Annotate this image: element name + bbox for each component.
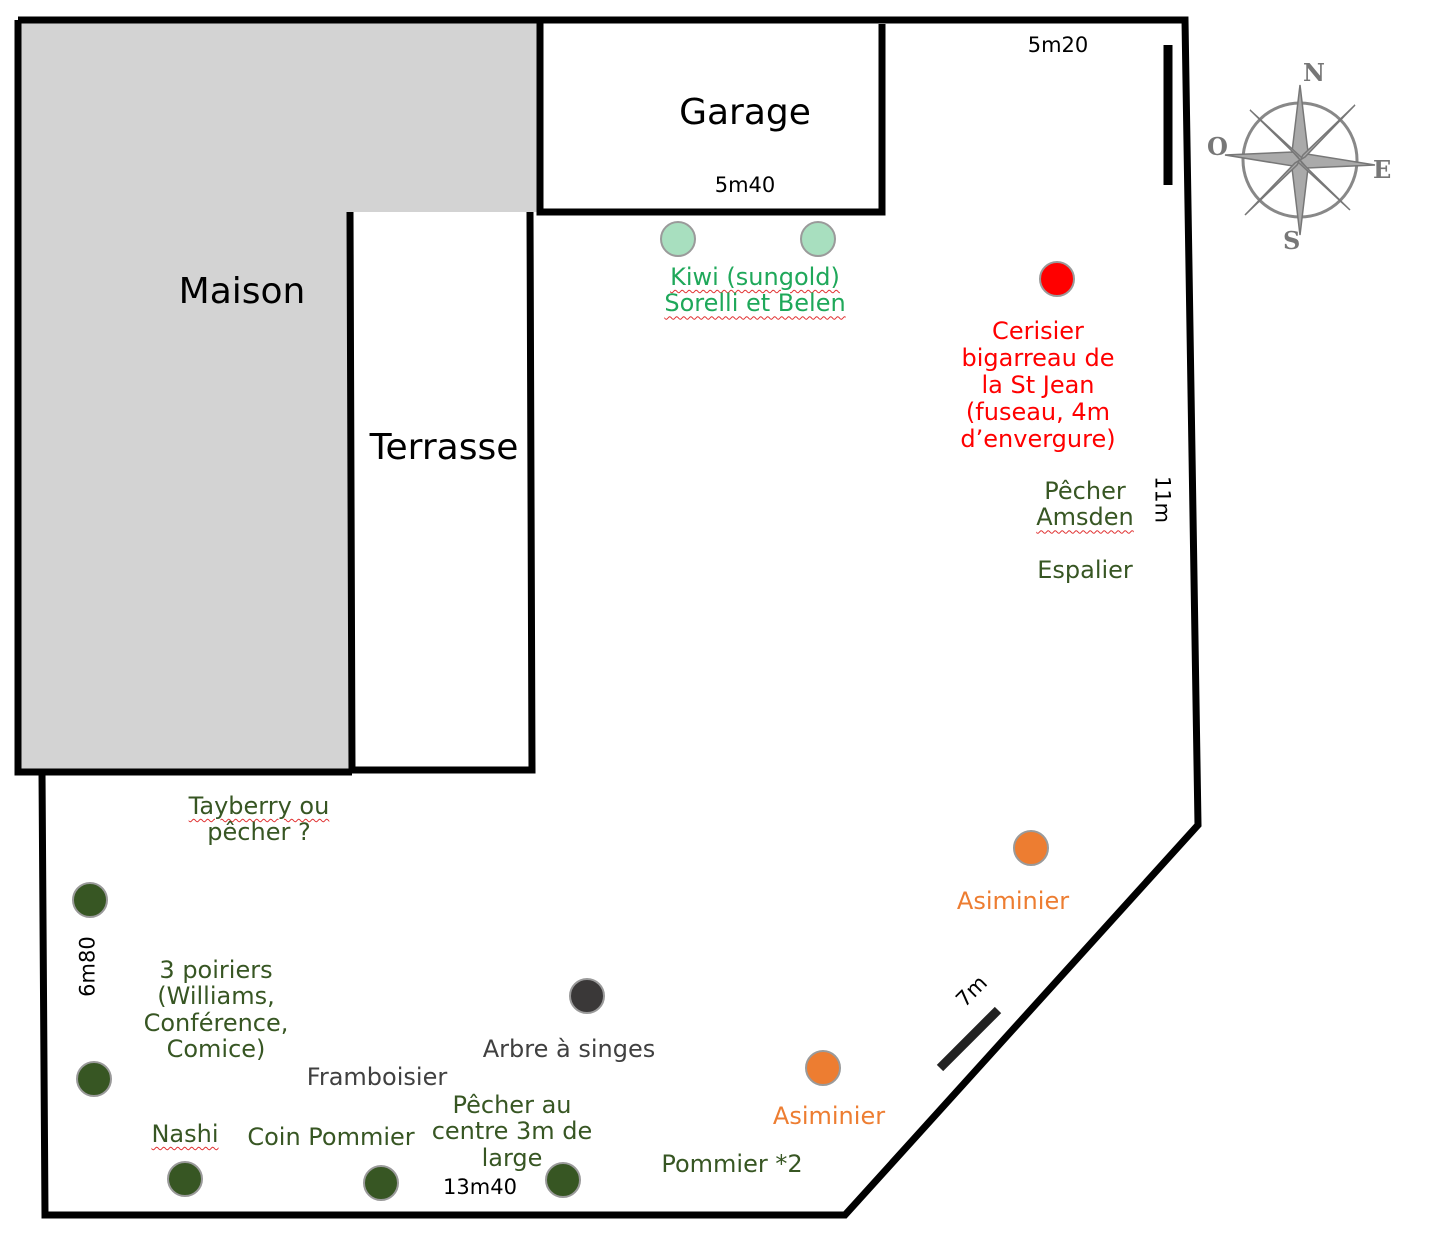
compass-east: E — [1373, 155, 1392, 184]
asiminier-marker-1 — [1013, 830, 1049, 866]
compass-north: N — [1303, 58, 1325, 87]
dimension-left: 6m80 — [75, 936, 100, 997]
pecher-amsden-line: Amsden — [1036, 503, 1134, 532]
poiriers-line: (Williams, — [157, 982, 275, 1011]
kiwi-plant-marker-2 — [800, 221, 836, 257]
pecher-amsden-line: Pêcher — [1044, 477, 1126, 505]
compass-rose-icon: N S E O — [1205, 58, 1405, 255]
nashi-label: Nashi — [151, 1120, 219, 1148]
terrasse-wall — [346, 211, 536, 774]
asiminier-label-1: Asiminier — [956, 887, 1070, 915]
framboisier-label: Framboisier — [306, 1063, 448, 1091]
arbre-singes-label: Arbre à singes — [482, 1035, 656, 1063]
cerisier-marker — [1039, 261, 1075, 297]
poiriers-line: Conférence, — [143, 1008, 289, 1037]
compass-west: O — [1207, 132, 1228, 161]
dimension-right: 11m — [1150, 475, 1175, 524]
pecher-centre-line: centre 3m de — [431, 1117, 593, 1146]
dimension-top-right: 5m20 — [1027, 33, 1089, 57]
cerisier-line: d’envergure) — [960, 424, 1116, 453]
pecher-centre-line: Pêcher au — [452, 1091, 572, 1119]
espalier-label: Espalier — [1037, 556, 1133, 584]
pommier-2-label: Pommier *2 — [661, 1150, 803, 1178]
outer-wall — [14, 16, 1202, 1219]
poirier-marker — [76, 1061, 112, 1097]
kiwi-plant-marker-1 — [660, 221, 696, 257]
room-label-maison: Maison — [178, 271, 306, 312]
pecher-amsden-label: Pêcher Amsden — [1036, 478, 1134, 531]
pecher-centre-label: Pêcher au centre 3m de large — [431, 1091, 593, 1172]
nashi-marker — [167, 1161, 203, 1197]
cerisier-label: Cerisier bigarreau de la St Jean (fuseau… — [960, 318, 1115, 452]
pecher-centre-marker — [545, 1162, 581, 1198]
kiwi-label-line1: Kiwi (sungold) — [670, 263, 840, 291]
coin-pommier-label: Coin Pommier — [247, 1123, 415, 1151]
kiwi-label: Kiwi (sungold) Sorelli et Belen — [664, 264, 845, 317]
cerisier-line: bigarreau de — [961, 343, 1115, 372]
coin-pommier-marker — [363, 1165, 399, 1201]
arbre-singes-marker — [569, 978, 605, 1014]
asiminier-marker-2 — [805, 1050, 841, 1086]
dimension-garage: 5m40 — [714, 173, 776, 197]
diagonal-dimension-bar — [936, 1006, 1002, 1072]
cerisier-line: Cerisier — [992, 317, 1084, 345]
asiminier-label-2: Asiminier — [772, 1102, 886, 1130]
cerisier-line: (fuseau, 4m — [965, 397, 1111, 426]
tayberry-label: Tayberry ou pêcher ? — [189, 793, 330, 846]
dimension-bottom: 13m40 — [443, 1175, 517, 1199]
pecher-centre-line: large — [481, 1143, 543, 1172]
cerisier-line: la St Jean — [981, 370, 1095, 399]
room-label-terrasse: Terrasse — [369, 427, 519, 468]
tayberry-line: pêcher ? — [207, 818, 311, 847]
poiriers-label: 3 poiriers (Williams, Conférence, Comice… — [144, 957, 289, 1063]
tayberry-line: Tayberry ou — [188, 792, 330, 820]
room-label-garage: Garage — [679, 92, 811, 133]
garage-wall — [536, 20, 886, 216]
poiriers-line: Comice) — [166, 1035, 266, 1064]
poiriers-line: 3 poiriers — [159, 956, 273, 984]
house-area — [20, 20, 540, 772]
compass-south: S — [1283, 226, 1301, 255]
tayberry-marker — [72, 882, 108, 918]
kiwi-label-line2: Sorelli et Belen — [664, 289, 846, 318]
